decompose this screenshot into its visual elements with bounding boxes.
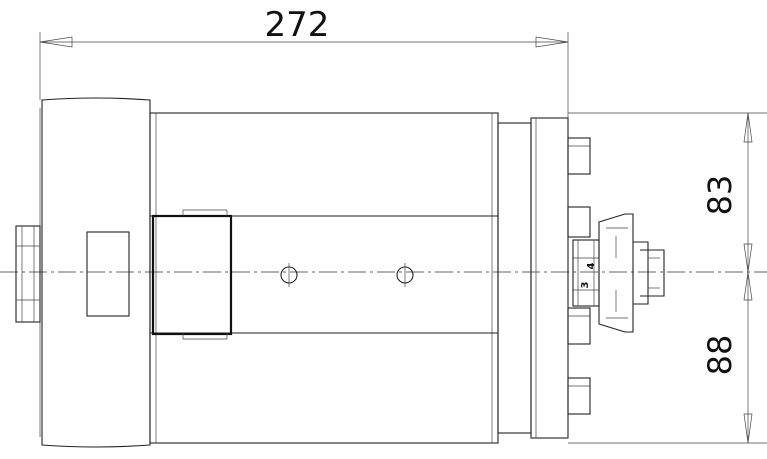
scale-mark-3: 3 (580, 281, 591, 288)
dimension-83-label: 83 (701, 175, 739, 216)
rear-plate (497, 117, 569, 439)
sleeve-collar (151, 209, 233, 340)
flange-slot (86, 231, 130, 317)
dimension-vertical (568, 112, 767, 444)
bolt-heads (567, 137, 591, 415)
dimension-overall-length (39, 32, 569, 118)
left-flange (39, 97, 151, 448)
hole-right (396, 263, 414, 287)
main-body (149, 112, 499, 444)
collet-nose (598, 213, 665, 333)
left-nut (15, 225, 41, 323)
dimension-272-label: 272 (265, 5, 330, 45)
scale-mark-4: 4 (586, 262, 597, 269)
hole-left (280, 263, 298, 287)
dimension-88-label: 88 (701, 335, 739, 376)
scale-ring (572, 239, 600, 307)
